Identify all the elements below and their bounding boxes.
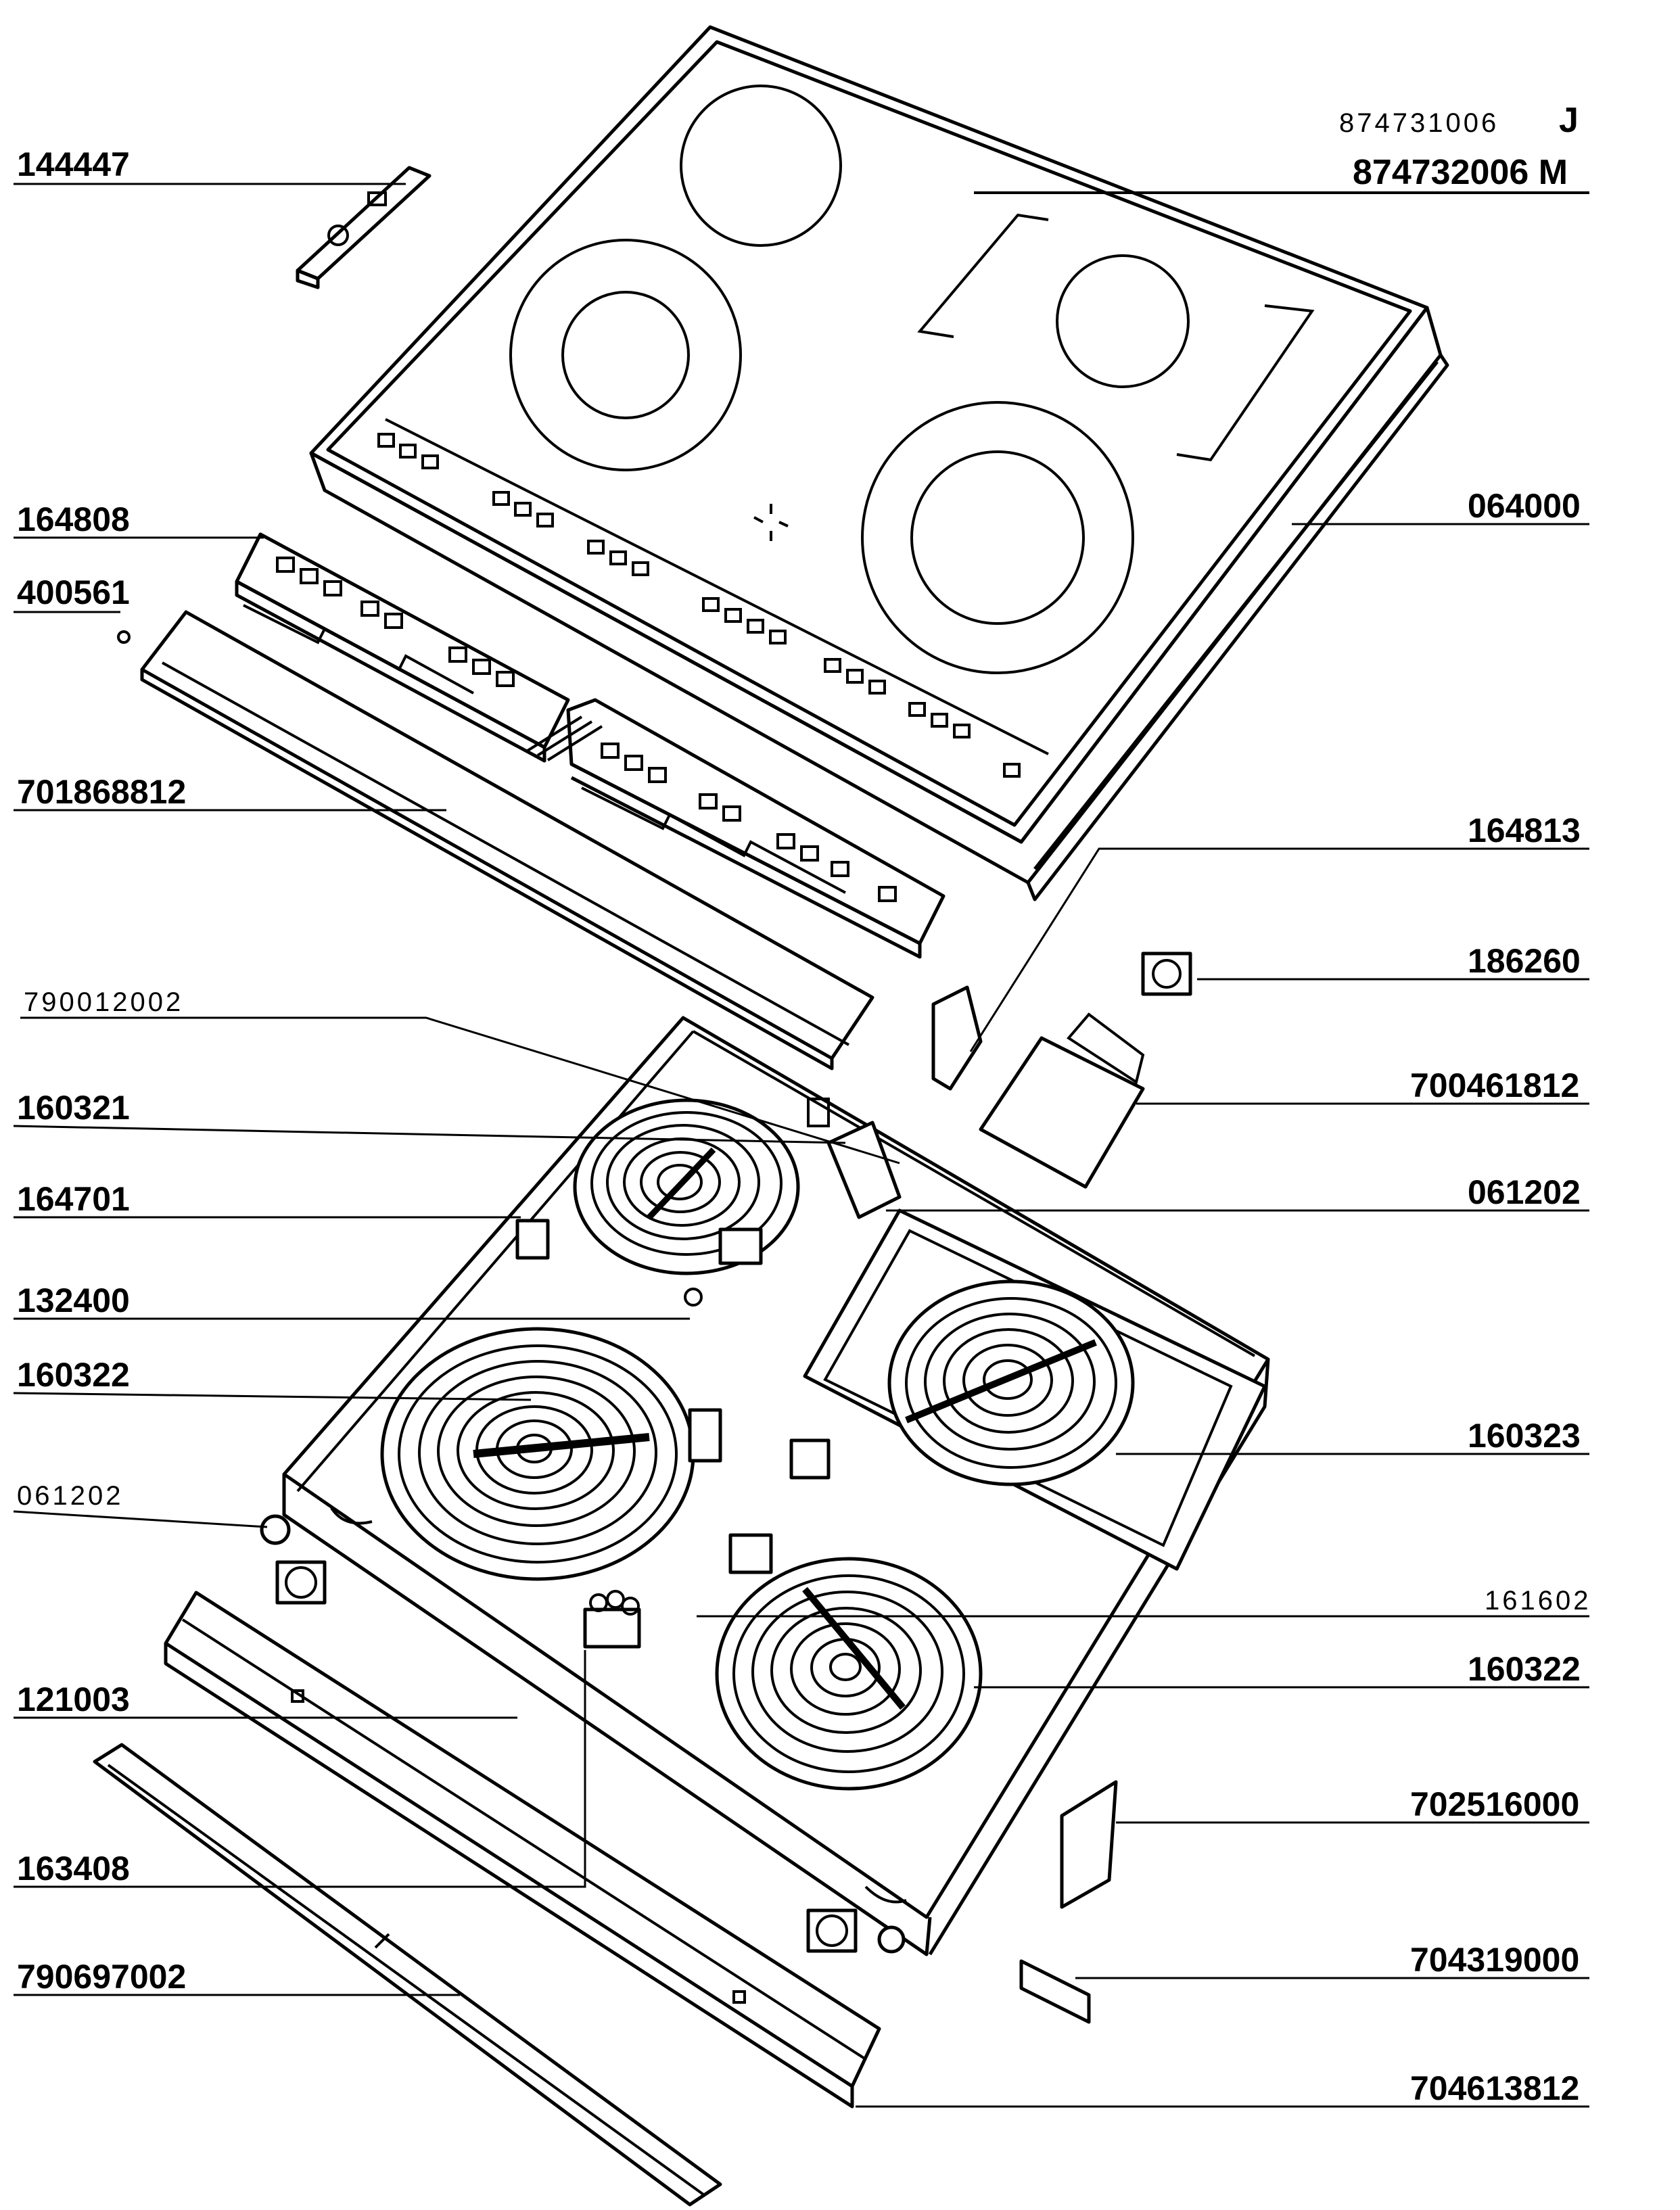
bushing-right xyxy=(877,1925,906,1954)
bracket-164701 xyxy=(515,1219,550,1260)
label-164808: 164808 xyxy=(17,500,130,538)
header-code-m: 874732006 M xyxy=(1353,153,1568,192)
label-790697002: 790697002 xyxy=(17,1958,186,1996)
hob-ring-rear-right xyxy=(1056,254,1190,388)
switch-component xyxy=(789,1438,831,1480)
label-160322-left: 160322 xyxy=(17,1356,130,1394)
hob-ring-rear-left xyxy=(680,85,842,247)
chassis-tray xyxy=(282,1016,1270,1956)
air-duct-700461812 xyxy=(979,1012,1145,1189)
label-132400: 132400 xyxy=(17,1282,130,1319)
label-160323: 160323 xyxy=(1468,1417,1581,1455)
header-suffix-j: J xyxy=(1559,101,1579,140)
heating-element-160322-right xyxy=(715,1557,983,1791)
label-064000: 064000 xyxy=(1468,487,1581,525)
label-164813: 164813 xyxy=(1468,812,1581,849)
touch-keys xyxy=(377,433,1021,778)
front-trim-strip xyxy=(140,610,874,1071)
label-061202-right: 061202 xyxy=(1468,1173,1581,1211)
label-161602: 161602 xyxy=(1485,1586,1591,1616)
label-163408: 163408 xyxy=(17,1850,130,1887)
relay-component xyxy=(728,1533,773,1574)
hob-ring-front-right-inner xyxy=(910,450,1085,625)
hob-ring-front-right-outer xyxy=(861,401,1134,674)
part-144447 xyxy=(296,166,431,289)
fan-186260 xyxy=(1141,951,1192,996)
label-164701: 164701 xyxy=(17,1180,130,1218)
label-160321: 160321 xyxy=(17,1089,130,1127)
front-panel-704613812 xyxy=(164,1591,881,2109)
heating-element-160321 xyxy=(573,1098,800,1275)
bracket-702516000 xyxy=(1060,1780,1118,1909)
label-160322-right: 160322 xyxy=(1468,1650,1581,1688)
hob-ring-front-left-outer xyxy=(509,239,742,471)
sparkle-icon xyxy=(753,504,789,541)
label-704613812: 704613812 xyxy=(1410,2069,1579,2107)
label-790012002: 790012002 xyxy=(24,987,183,1017)
label-186260: 186260 xyxy=(1468,942,1581,980)
bushing-061202-left xyxy=(260,1514,291,1545)
hob-ring-front-left-inner xyxy=(561,291,690,419)
terminal-block-163408 xyxy=(583,1590,641,1649)
glass-cooktop xyxy=(309,25,1449,901)
label-701868812: 701868812 xyxy=(17,773,186,811)
label-400561: 400561 xyxy=(17,573,130,611)
relay-top-component xyxy=(718,1227,763,1265)
heating-element-160323 xyxy=(803,1208,1267,1571)
label-144447: 144447 xyxy=(17,145,130,183)
label-121003: 121003 xyxy=(17,1680,130,1718)
label-704319000: 704319000 xyxy=(1410,1941,1579,1979)
bracket-704319000 xyxy=(1019,1959,1091,2024)
fan-right xyxy=(806,1908,858,1953)
label-700461812: 700461812 xyxy=(1410,1066,1579,1104)
capacitor-component xyxy=(688,1408,722,1463)
label-061202-left: 061202 xyxy=(17,1481,123,1511)
control-board xyxy=(235,532,946,959)
sensor-cylinder xyxy=(807,1098,830,1127)
thermostat-132400 xyxy=(684,1288,703,1307)
heating-element-160322-left xyxy=(380,1327,695,1581)
bracket-164813 xyxy=(931,985,983,1091)
header-code-j: 874731006 xyxy=(1339,108,1499,138)
clip-400561 xyxy=(117,630,131,644)
fan-left xyxy=(275,1560,327,1605)
leader-lines xyxy=(13,183,1589,2108)
bottom-profile-790697002 xyxy=(93,1743,722,2207)
label-702516000: 702516000 xyxy=(1410,1785,1579,1823)
